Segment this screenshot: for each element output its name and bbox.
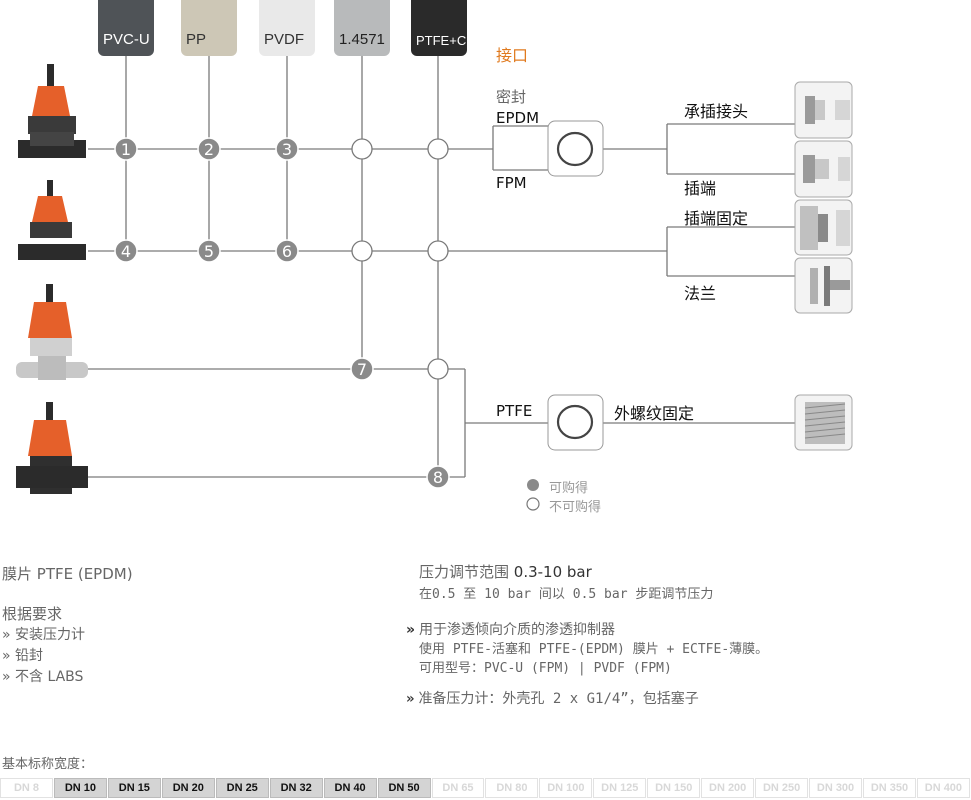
size-dn-15[interactable]: DN 15 bbox=[107, 778, 161, 798]
node-4[interactable]: 4 bbox=[114, 239, 138, 263]
connection-external-thread-label: 外螺纹固定 bbox=[614, 404, 695, 423]
node-3-label: 3 bbox=[282, 140, 292, 159]
material-tab-pvc-u[interactable]: PVC-U bbox=[98, 0, 154, 56]
material-tab-ptfe-c[interactable]: PTFE+C bbox=[411, 0, 467, 56]
on-request-item: » 不含 LABS bbox=[2, 669, 84, 685]
legend-available-marker bbox=[527, 479, 539, 491]
node-3[interactable]: 3 bbox=[275, 137, 299, 161]
node-empty bbox=[351, 240, 373, 262]
size-dn-350[interactable]: DN 350 bbox=[863, 778, 916, 798]
node-2[interactable]: 2 bbox=[197, 137, 221, 161]
legend-available-label: 可购得 bbox=[549, 481, 589, 496]
connection-spigot-fixed-label: 插端固定 bbox=[684, 209, 749, 228]
node-6[interactable]: 6 bbox=[275, 239, 299, 263]
connection-flange-label: 法兰 bbox=[684, 284, 717, 303]
node-6-label: 6 bbox=[282, 242, 292, 261]
size-dn-32[interactable]: DN 32 bbox=[269, 778, 323, 798]
socket-connection-icon bbox=[794, 81, 853, 139]
on-request-item: » 安装压力计 bbox=[2, 627, 86, 643]
note-1-line-2: 使用 PTFE-活塞和 PTFE-(EPDM) 膜片 + ECTFE-薄膜。 bbox=[419, 642, 769, 657]
seal-ptfe-label: PTFE bbox=[496, 402, 533, 420]
legend-unavailable-marker bbox=[526, 497, 540, 511]
node-1[interactable]: 1 bbox=[114, 137, 138, 161]
material-tab-pp[interactable]: PP bbox=[181, 0, 237, 56]
material-tab-pvdf[interactable]: PVDF bbox=[259, 0, 315, 56]
note-permeation: »用于渗透倾向介质的渗透抑制器 使用 PTFE-活塞和 PTFE-(EPDM) … bbox=[406, 621, 768, 678]
seal-epdm-label: EPDM bbox=[496, 109, 540, 127]
material-label: PTFE+C bbox=[416, 33, 467, 48]
note-2-line-1: 准备压力计：外壳孔 2 x G1/4”，包括塞子 bbox=[418, 691, 699, 707]
size-dn-400[interactable]: DN 400 bbox=[916, 778, 970, 798]
size-dn-65[interactable]: DN 65 bbox=[431, 778, 485, 798]
node-empty bbox=[427, 358, 449, 380]
size-dn-300[interactable]: DN 300 bbox=[809, 778, 862, 798]
pressure-step: 在0.5 至 10 bar 间以 0.5 bar 步距调节压力 bbox=[419, 587, 714, 602]
pressure-range-value: 0.3-10 bar bbox=[513, 563, 592, 581]
on-request-item-text: 安装压力计 bbox=[15, 627, 86, 643]
node-4-label: 4 bbox=[121, 242, 131, 261]
seal-title: 密封 bbox=[496, 88, 527, 106]
spigot-fixed-connection-icon bbox=[794, 199, 853, 256]
size-dn-50[interactable]: DN 50 bbox=[377, 778, 431, 798]
material-label: PVC-U bbox=[103, 31, 150, 48]
pressure-range-prefix: 压力调节范围 bbox=[419, 563, 514, 581]
material-label: PVDF bbox=[264, 31, 305, 48]
size-dn-10[interactable]: DN 10 bbox=[53, 778, 107, 798]
node-empty bbox=[427, 138, 449, 160]
valve-ptfe-icon bbox=[16, 402, 88, 494]
size-dn-80[interactable]: DN 80 bbox=[485, 778, 539, 798]
node-8[interactable]: 8 bbox=[426, 465, 450, 489]
valve-pvc-icon bbox=[18, 64, 86, 158]
on-request-title: 根据要求 bbox=[2, 605, 63, 623]
node-empty bbox=[427, 240, 449, 262]
size-dn-200[interactable]: DN 200 bbox=[701, 778, 755, 798]
node-empty bbox=[351, 138, 373, 160]
configuration-diagram: 1 2 3 4 5 6 7 8 bar bbox=[16, 56, 853, 511]
bullet-icon: » bbox=[406, 622, 416, 638]
external-thread-connection-icon bbox=[794, 394, 853, 451]
connection-spigot-label: 插端 bbox=[684, 179, 717, 198]
on-request-item-text: 铅封 bbox=[15, 648, 44, 664]
legend-unavailable-label: 不可购得 bbox=[549, 500, 602, 515]
connection-socket-label: 承插接头 bbox=[684, 102, 749, 121]
size-dn-125[interactable]: DN 125 bbox=[593, 778, 647, 798]
node-5-label: 5 bbox=[204, 242, 214, 261]
pressure-range: 压力调节范围 0.3-10 bar bbox=[419, 561, 592, 582]
note-1-line-1: 用于渗透倾向介质的渗透抑制器 bbox=[419, 622, 616, 638]
node-7[interactable]: 7 bbox=[350, 357, 374, 381]
node-5[interactable]: 5 bbox=[197, 239, 221, 263]
size-dn-100[interactable]: DN 100 bbox=[539, 778, 593, 798]
bullet-icon: » bbox=[406, 691, 415, 707]
on-request-item-text: 不含 LABS bbox=[15, 669, 84, 685]
node-7-label: 7 bbox=[357, 360, 367, 379]
seal-icon-ptfe bbox=[547, 394, 604, 451]
size-dn-25[interactable]: DN 25 bbox=[215, 778, 269, 798]
valve-pp-icon bbox=[18, 180, 86, 260]
note-1-line-3: 可用型号：PVC-U (FPM) | PVDF (FPM) bbox=[419, 661, 672, 676]
node-8-label: 8 bbox=[433, 468, 443, 487]
seal-fpm-label: FPM bbox=[496, 174, 527, 192]
node-2-label: 2 bbox=[204, 140, 214, 159]
material-label: 1.4571 bbox=[339, 31, 385, 48]
spigot-connection-icon bbox=[794, 140, 853, 198]
on-request-item: » 铅封 bbox=[2, 648, 44, 664]
size-dn-20[interactable]: DN 20 bbox=[161, 778, 215, 798]
flange-connection-icon bbox=[794, 257, 853, 314]
valve-steel-icon bbox=[16, 284, 88, 380]
membrane-info: 膜片 PTFE (EPDM) bbox=[2, 565, 133, 583]
size-dn-40[interactable]: DN 40 bbox=[323, 778, 377, 798]
node-1-label: 1 bbox=[121, 140, 131, 159]
seal-icon-epdm-fpm bbox=[547, 120, 604, 177]
note-gauge-prep: »准备压力计：外壳孔 2 x G1/4”，包括塞子 bbox=[406, 688, 699, 708]
sizes-title: 基本标称宽度： bbox=[2, 757, 94, 772]
size-dn-8[interactable]: DN 8 bbox=[0, 778, 53, 798]
size-dn-150[interactable]: DN 150 bbox=[647, 778, 701, 798]
material-label: PP bbox=[186, 31, 207, 48]
size-dn-250[interactable]: DN 250 bbox=[755, 778, 809, 798]
material-tab-14571[interactable]: 1.4571 bbox=[334, 0, 390, 56]
connection-title: 接口 bbox=[496, 46, 529, 65]
